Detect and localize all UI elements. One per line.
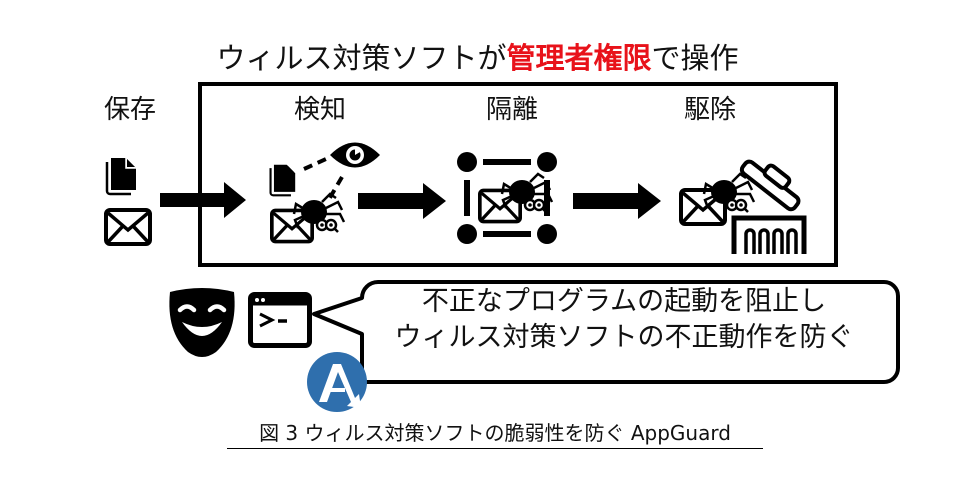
arrow-right-icon xyxy=(573,183,661,219)
arrow-right-icon xyxy=(160,182,246,218)
figure-caption: 図 3 ウィルス対策ソフトの脆弱性を防ぐ AppGuard xyxy=(227,418,763,449)
process-frame xyxy=(198,82,838,267)
stage-label-remove: 駆除 xyxy=(683,95,736,125)
stage-label-save: 保存 xyxy=(103,95,156,125)
speech-bubble-line-1: 不正なプログラムの起動を阻止し xyxy=(421,286,827,317)
trash-can-icon xyxy=(731,159,807,254)
appguard-logo-icon xyxy=(307,352,367,412)
headline-suffix: で操作 xyxy=(651,41,739,75)
envelope-icon xyxy=(104,208,152,246)
speech-bubble xyxy=(312,280,900,384)
document-icon xyxy=(105,158,136,196)
terminal-window-icon xyxy=(248,292,312,348)
document-icon xyxy=(269,164,296,197)
eye-icon xyxy=(330,142,380,168)
spider-icon xyxy=(292,192,346,233)
comedy-mask-icon xyxy=(169,288,235,357)
stage-label-quarantine: 隔離 xyxy=(485,95,538,125)
spider-icon xyxy=(500,172,554,213)
speech-bubble-line-2: ウィルス対策ソフトの不正動作を防ぐ xyxy=(394,322,854,353)
spider-icon xyxy=(702,172,756,213)
quarantine-frame-icon xyxy=(457,152,557,244)
dashed-connector xyxy=(303,157,344,203)
arrow-right-icon xyxy=(358,183,446,219)
headline-prefix: ウィルス対策ソフトが xyxy=(216,41,507,75)
headline-highlight: 管理者権限 xyxy=(506,41,652,75)
headline: ウィルス対策ソフトが管理者権限で操作 xyxy=(0,38,955,78)
stage-label-detect: 検知 xyxy=(293,95,346,125)
